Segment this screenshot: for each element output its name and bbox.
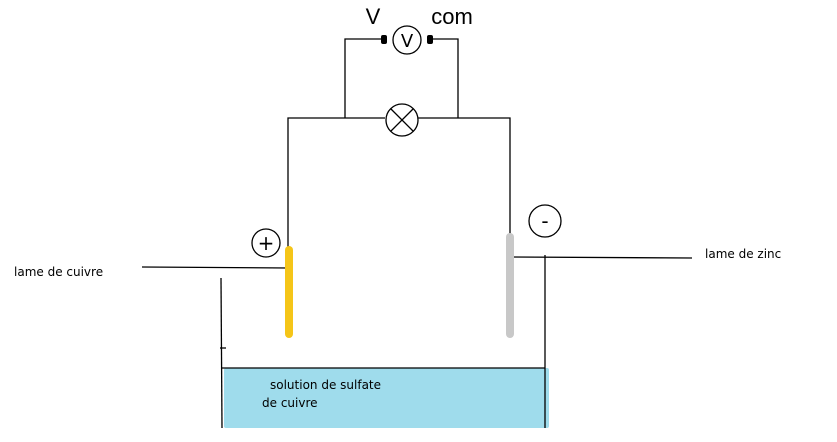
zinc-label-leader [511,256,693,259]
positive-sign-text: + [258,231,275,255]
voltmeter-terminal-v-label: V [366,4,381,29]
zinc-plate-label: lame de zinc [705,247,781,261]
copper-plate-label: lame de cuivre [14,265,103,279]
voltmeter-symbol: V [401,31,414,52]
solution-label-line2: de cuivre [262,396,318,410]
solution-label-line1: solution de sulfate [270,378,381,392]
voltmeter-terminal-com-label: com [431,4,473,29]
voltmeter-icon: V [392,25,422,55]
zinc-plate [506,233,514,338]
positive-terminal-sign: + [251,228,281,258]
copper-label-leader [141,266,289,269]
lamp-cross-icon [385,103,419,137]
circuit-wires [287,38,511,250]
voltmeter-terminal-v-connector [381,35,387,44]
copper-sulfate-solution [224,368,549,428]
voltmeter-terminal-com-connector [427,35,433,44]
beaker [220,255,546,429]
copper-plate [285,246,293,338]
negative-sign-text: - [541,209,548,233]
negative-terminal-sign: - [528,204,562,238]
